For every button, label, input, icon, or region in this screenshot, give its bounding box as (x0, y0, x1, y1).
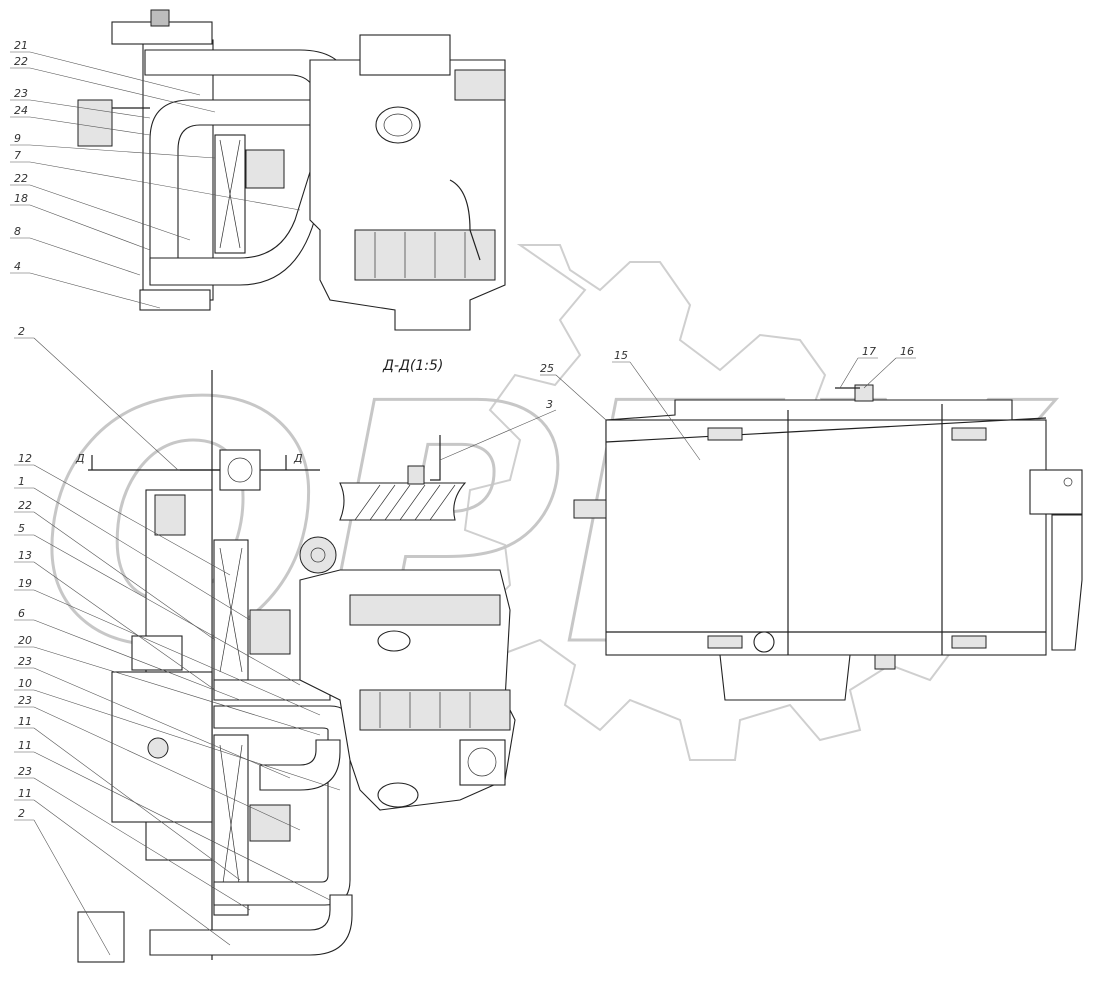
hose-c (259, 739, 341, 791)
filler-neck (854, 384, 874, 402)
side-box (1029, 469, 1083, 515)
callout: 16 (900, 345, 914, 358)
top-view: 21 22 23 24 9 7 22 18 8 4 (10, 9, 506, 331)
hose-d (149, 894, 353, 956)
callout: 24 (14, 104, 28, 117)
leaders-top (10, 51, 301, 309)
callout: 11 (18, 715, 32, 728)
callout: 25 (540, 362, 554, 375)
callouts-right: 25 15 17 16 3 (540, 345, 914, 411)
callout: 6 (18, 607, 25, 620)
mount-bracket-top (139, 289, 211, 311)
callout: 23 (18, 694, 32, 707)
callout: 13 (18, 549, 32, 562)
callout: 10 (18, 677, 32, 690)
watermark-gear (463, 244, 977, 761)
callout: 23 (14, 87, 28, 100)
tank-body (605, 419, 1047, 656)
callout: 11 (18, 787, 32, 800)
filler-cap (150, 9, 170, 27)
callout: 23 (18, 765, 32, 778)
bolt-flange (219, 449, 261, 491)
callout: 20 (18, 634, 32, 647)
oil-cap (377, 630, 411, 652)
section-detail (339, 409, 557, 521)
callouts-bottom-left: 2 12 1 22 5 13 19 6 20 23 10 23 11 11 23… (18, 325, 32, 820)
callout: 22 (14, 55, 28, 68)
bottom-left-view: Д Д (14, 325, 516, 963)
callout: 22 (18, 499, 32, 512)
pump-top (245, 149, 285, 189)
callout: 11 (18, 739, 32, 752)
bottom-bracket (77, 911, 125, 963)
leaders-right (540, 357, 916, 461)
callout: 15 (614, 349, 628, 362)
callout: 3 (546, 398, 553, 411)
callout: 19 (18, 577, 32, 590)
callout: 1 (18, 475, 25, 488)
exhaust-pipe (1051, 514, 1083, 651)
callout: 5 (18, 522, 25, 535)
right-view: 25 15 17 16 3 (540, 345, 1083, 701)
callout: 4 (14, 260, 21, 273)
expansion-tank (77, 99, 113, 147)
callouts-top: 21 22 23 24 9 7 22 18 8 4 (14, 39, 28, 273)
engine-under (719, 654, 851, 701)
section-mark: Д (75, 452, 85, 465)
callout: 7 (14, 149, 21, 162)
lower-hose (149, 139, 339, 286)
intake-elbow (377, 782, 419, 808)
bolt (407, 465, 425, 485)
intake-elbow-top (375, 106, 421, 144)
callout: 21 (14, 39, 28, 52)
alternator (299, 536, 337, 574)
callout: 9 (14, 132, 21, 145)
leaders-bottom-left (14, 337, 341, 956)
callout: 17 (862, 345, 876, 358)
callout: 18 (14, 192, 28, 205)
callout: 8 (14, 225, 21, 238)
callout: 22 (14, 172, 28, 185)
section-hatch-area (339, 482, 467, 521)
section-title: Д-Д(1:5) (382, 358, 443, 374)
callout: 2 (18, 807, 25, 820)
mount-bracket (131, 635, 183, 671)
section-mark: Д (293, 452, 303, 465)
level-gauge (147, 737, 169, 759)
callout: 2 (18, 325, 25, 338)
callout: 12 (18, 452, 32, 465)
drain-plug (753, 631, 775, 653)
pump (249, 609, 291, 655)
callout: 23 (18, 655, 32, 668)
